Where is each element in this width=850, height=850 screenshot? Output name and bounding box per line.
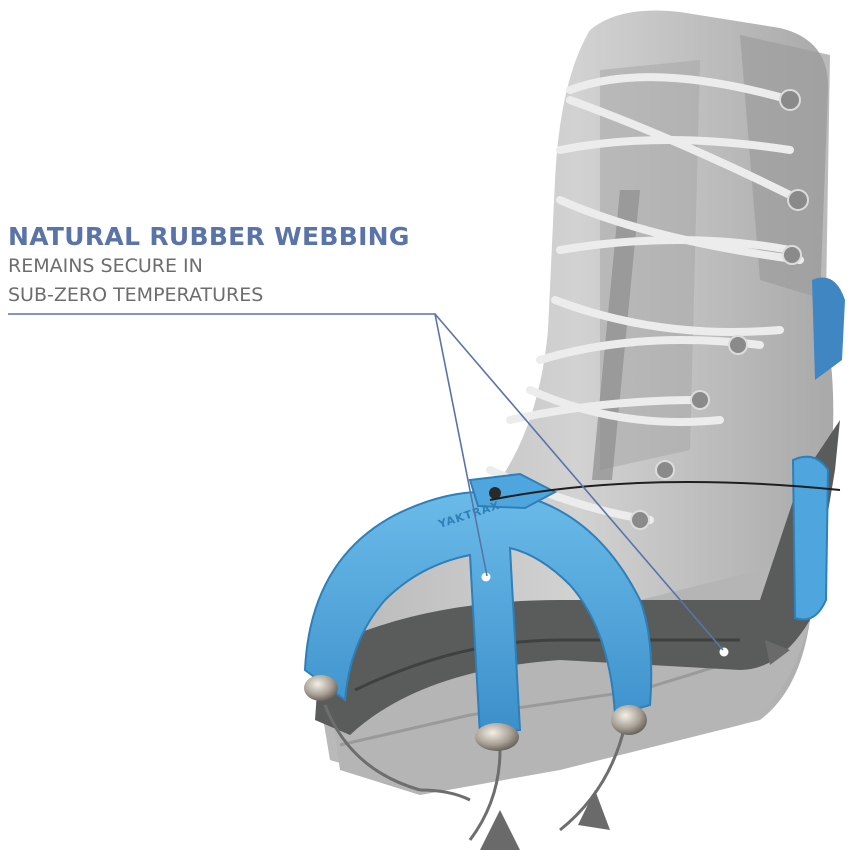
spike	[480, 640, 790, 850]
callout-line-1: REMAINS SECURE IN	[8, 255, 203, 277]
chain	[323, 704, 627, 841]
callout-leader-lines	[8, 313, 724, 651]
rubber-webbing	[315, 277, 845, 735]
feature-callout: NATURAL RUBBER WEBBING REMAINS SECURE IN…	[8, 222, 410, 310]
callout-line-2: SUB-ZERO TEMPERATURES	[8, 284, 264, 306]
crampon-harness	[303, 455, 841, 737]
callout-headline: NATURAL RUBBER WEBBING	[8, 222, 410, 251]
rivet	[304, 675, 647, 751]
